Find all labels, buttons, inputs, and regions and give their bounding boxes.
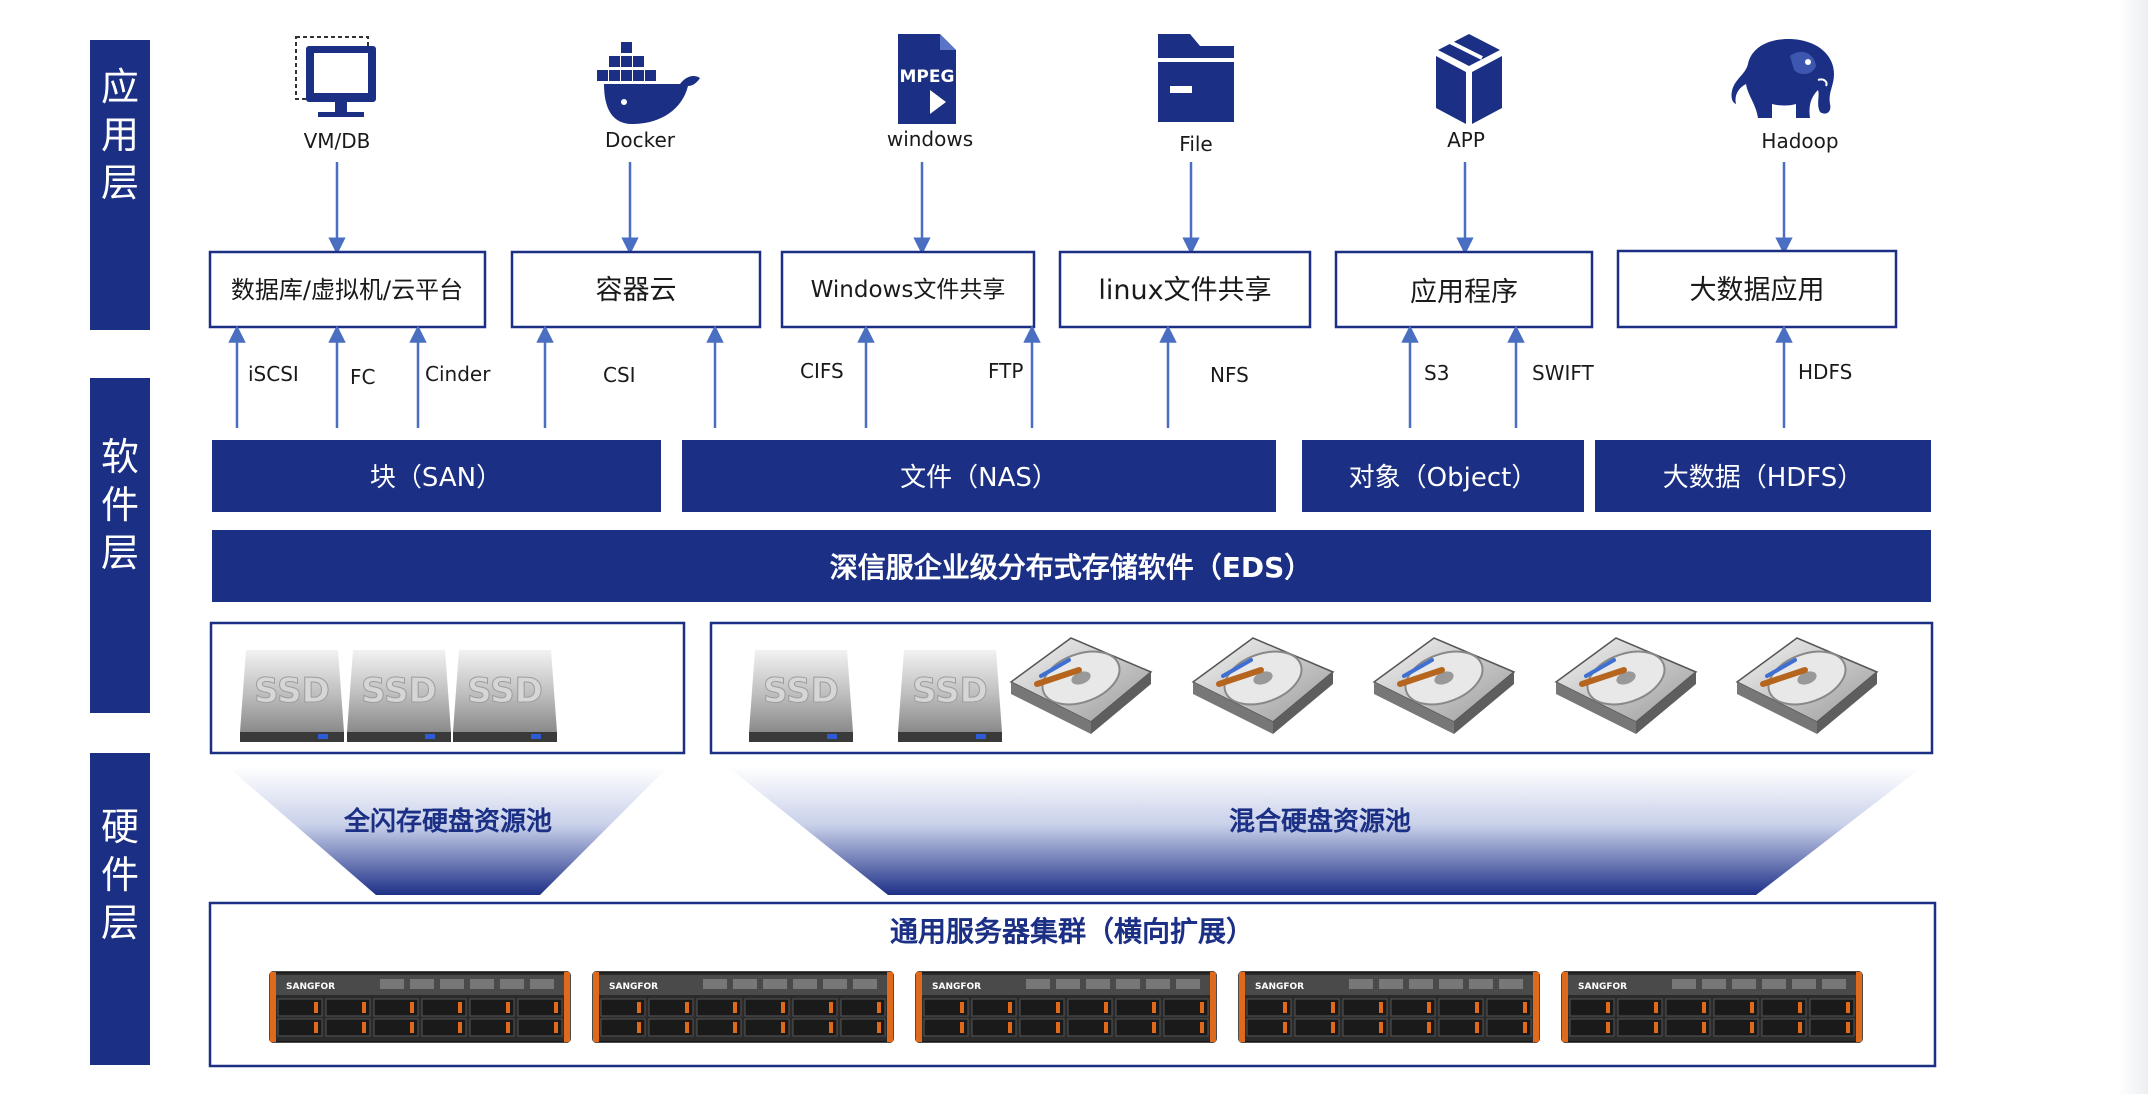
- app-label-hadoop: Hadoop: [1761, 129, 1838, 153]
- rack-server-icon: SANGFOR: [915, 971, 1217, 1043]
- service-box-windows-share: Windows文件共享: [780, 250, 1036, 329]
- ssd-drive-icon: SSD: [453, 650, 557, 742]
- service-box-label: 大数据应用: [1690, 275, 1825, 306]
- app-label-windows: windows: [887, 127, 973, 151]
- protocol-ftp: FTP: [988, 359, 1023, 383]
- storage-block-san: 块（SAN）: [212, 440, 661, 512]
- page-edge-shade: [2118, 0, 2148, 1094]
- service-box-container-cloud: 容器云: [510, 250, 762, 329]
- storage-file-nas-label: 文件（NAS）: [900, 463, 1058, 493]
- app-label-docker: Docker: [605, 128, 676, 152]
- protocol-hdfs: HDFS: [1798, 360, 1852, 384]
- service-box-linux-share: linux文件共享: [1058, 250, 1312, 329]
- hdd-drive-icon: [1191, 637, 1335, 734]
- service-box-label: linux文件共享: [1098, 275, 1271, 306]
- protocol-labels: iSCSI FC Cinder CSI CIFS FTP NFS S3 SWIF…: [248, 359, 1852, 389]
- docker-icon: [597, 42, 700, 124]
- ssd-drive-icon: SSD: [347, 650, 451, 742]
- monitor-icon: [295, 36, 376, 117]
- service-box-database-vm-cloud: 数据库/虚拟机/云平台: [208, 250, 487, 329]
- ssd-drive-icon: SSD: [898, 650, 1002, 742]
- service-box-label: 数据库/虚拟机/云平台: [231, 276, 463, 304]
- rack-server-icon: SANGFOR: [269, 971, 571, 1043]
- hdd-drive-icon: [1009, 637, 1153, 734]
- eds-software-label: 深信服企业级分布式存储软件（EDS）: [830, 551, 1313, 584]
- ssd-drive-icon: SSD: [240, 650, 344, 742]
- protocol-s3: S3: [1424, 361, 1449, 385]
- layer-label-hardware: 硬件层: [90, 753, 150, 1065]
- storage-bigdata-hdfs: 大数据（HDFS）: [1595, 440, 1931, 512]
- server-brand: SANGFOR: [1255, 982, 1304, 992]
- protocol-csi: CSI: [603, 363, 636, 387]
- service-box-label: 应用程序: [1410, 277, 1518, 308]
- ssd-label: SSD: [254, 671, 330, 711]
- layer-label-hardware-text: 硬件层: [101, 805, 139, 945]
- ssd-drive-icon: SSD: [749, 650, 853, 742]
- hdd-drive-icon: [1554, 637, 1698, 734]
- cube-icon: [1436, 34, 1502, 124]
- protocol-nfs: NFS: [1210, 363, 1249, 387]
- service-box-label: 容器云: [596, 275, 677, 306]
- protocol-cifs: CIFS: [800, 359, 844, 383]
- hybrid-pool-label: 混合硬盘资源池: [1229, 806, 1411, 837]
- protocol-up-arrows: [228, 325, 1793, 428]
- layer-label-app: 应用层: [90, 40, 150, 330]
- storage-block-san-label: 块（SAN）: [370, 463, 502, 493]
- protocol-fc: FC: [350, 365, 375, 389]
- hdd-drive-icon: [1372, 637, 1516, 734]
- server-brand: SANGFOR: [1578, 982, 1627, 992]
- storage-file-nas: 文件（NAS）: [682, 440, 1276, 512]
- mpeg-file-icon: MPEG: [898, 34, 956, 124]
- storage-bigdata-hdfs-label: 大数据（HDFS）: [1663, 463, 1864, 493]
- all-flash-pool-label: 全闪存硬盘资源池: [343, 806, 552, 837]
- storage-object: 对象（Object）: [1302, 440, 1584, 512]
- app-label-vmdb: VM/DB: [304, 129, 371, 153]
- hdd-drive-icon: [1735, 637, 1879, 734]
- server-cluster-title: 通用服务器集群（横向扩展）: [890, 915, 1254, 948]
- rack-server-icon: SANGFOR: [1561, 971, 1863, 1043]
- protocol-iscsi: iSCSI: [248, 362, 299, 386]
- app-label-file: File: [1179, 132, 1212, 156]
- mpeg-badge: MPEG: [900, 67, 955, 87]
- eds-software-bar: 深信服企业级分布式存储软件（EDS）: [212, 530, 1931, 602]
- rack-server-icon: SANGFOR: [1238, 971, 1540, 1043]
- service-box-bigdata-app: 大数据应用: [1616, 249, 1898, 329]
- ssd-label: SSD: [361, 671, 437, 711]
- protocol-swift: SWIFT: [1532, 361, 1595, 385]
- server-brand: SANGFOR: [932, 982, 981, 992]
- hadoop-elephant-icon: [1731, 39, 1834, 118]
- rack-server-icon: SANGFOR: [592, 971, 894, 1043]
- service-box-application: 应用程序: [1334, 250, 1594, 329]
- layer-label-software-text: 软件层: [101, 435, 139, 575]
- layer-label-app-text: 应用层: [101, 65, 139, 205]
- server-brand: SANGFOR: [286, 982, 335, 992]
- ssd-label: SSD: [763, 671, 839, 711]
- hybrid-pool: 混合硬盘资源池: [728, 767, 1922, 895]
- service-box-label: Windows文件共享: [811, 277, 1006, 303]
- ssd-label: SSD: [467, 671, 543, 711]
- folder-icon: [1158, 34, 1234, 122]
- protocol-cinder: Cinder: [425, 362, 491, 386]
- app-label-app: APP: [1447, 128, 1485, 152]
- server-brand: SANGFOR: [609, 982, 658, 992]
- layer-label-software: 软件层: [90, 378, 150, 713]
- app-down-arrows: [328, 162, 1793, 255]
- storage-object-label: 对象（Object）: [1349, 463, 1538, 493]
- all-flash-pool: 全闪存硬盘资源池: [228, 767, 668, 895]
- ssd-label: SSD: [912, 671, 988, 711]
